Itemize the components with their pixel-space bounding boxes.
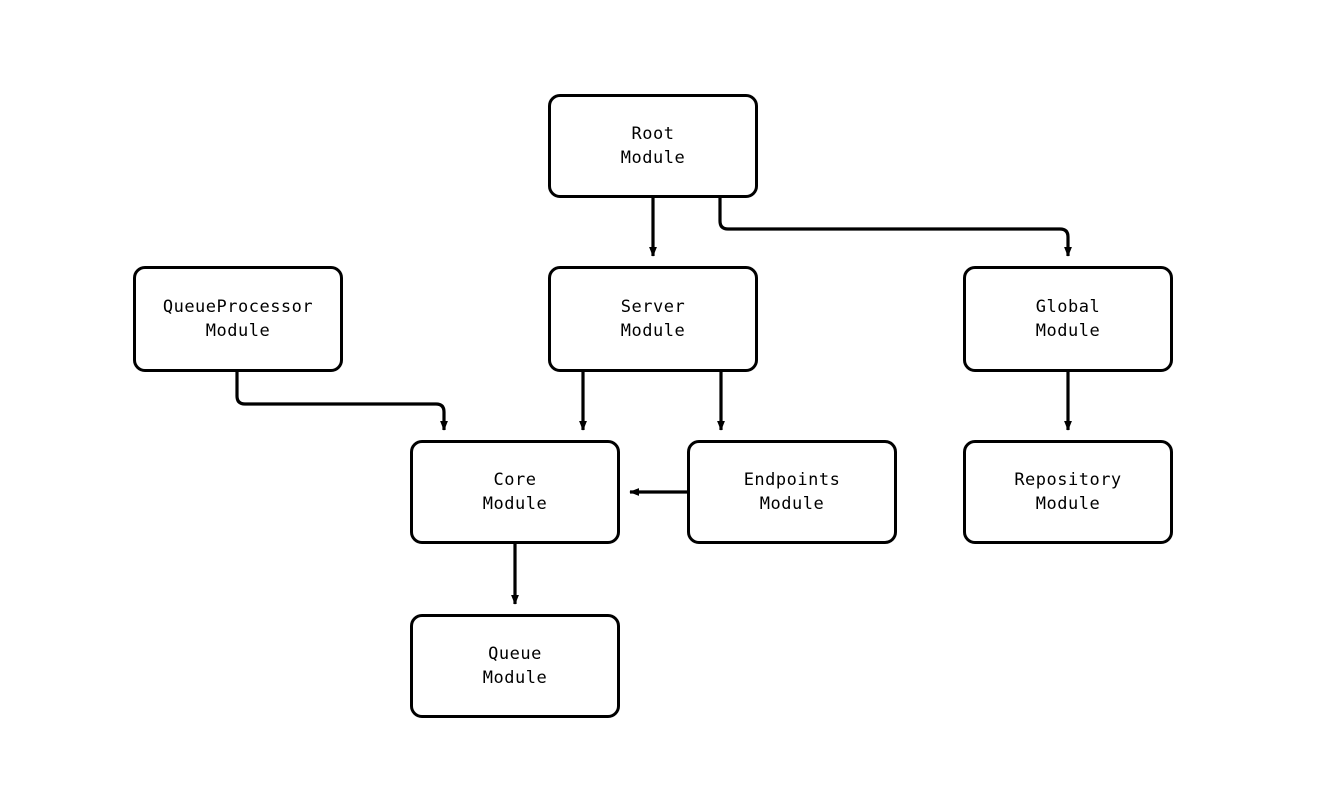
node-global-module[interactable]: Global Module [963,266,1173,372]
node-queue-module-suffix: Module [482,668,548,688]
node-repository-module-name: Repository [1014,469,1122,490]
node-core-module-name: Core [493,469,537,490]
node-queue-module-name: Queue [488,643,542,664]
node-repository-module[interactable]: Repository Module [963,440,1173,544]
node-endpoints-module-suffix: Module [759,494,825,514]
node-global-module-suffix: Module [1035,321,1101,341]
edge-root-to-global [718,198,1072,257]
node-root-module-suffix: Module [620,148,686,168]
node-queue-module[interactable]: Queue Module [410,614,620,718]
node-queueprocessor-module-name: QueueProcessor [162,296,314,317]
node-queueprocessor-module[interactable]: QueueProcessor Module [133,266,343,372]
node-endpoints-module-name: Endpoints [743,469,841,490]
node-server-module[interactable]: Server Module [548,266,758,372]
edge-queueprocessor-to-core [235,372,448,431]
node-repository-module-suffix: Module [1035,494,1101,514]
node-global-module-name: Global [1035,296,1101,317]
node-server-module-suffix: Module [620,321,686,341]
node-root-module[interactable]: Root Module [548,94,758,198]
node-endpoints-module[interactable]: Endpoints Module [687,440,897,544]
node-server-module-name: Server [620,296,686,317]
node-core-module[interactable]: Core Module [410,440,620,544]
node-core-module-suffix: Module [482,494,548,514]
node-queueprocessor-module-suffix: Module [205,321,271,341]
node-root-module-name: Root [631,123,675,144]
